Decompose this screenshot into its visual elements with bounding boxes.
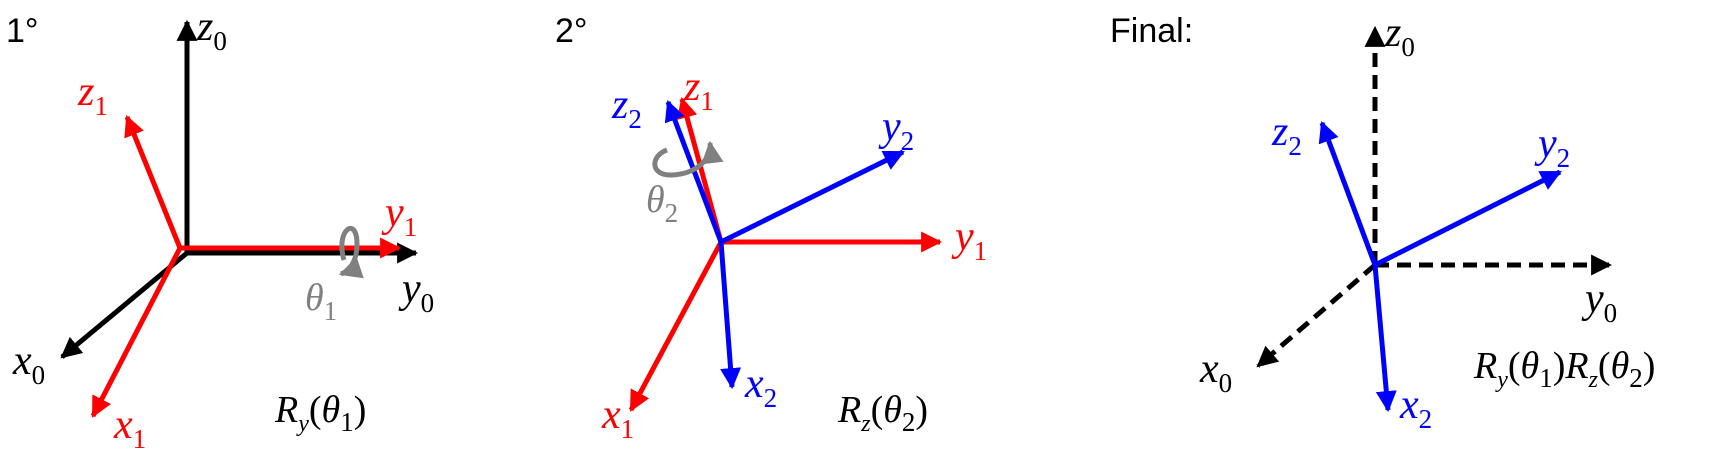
- panel-1: 1° z0 y0 x0 z1 y1 x1 θ1 Ry(θ1): [6, 4, 434, 453]
- label-y1: y1: [951, 214, 987, 266]
- panel-2: 2° z2 z1 y2 y1 x1 x2 θ2 Rz(θ2): [555, 12, 987, 444]
- label-z0: z0: [196, 4, 227, 56]
- y2-axis-arrow: [719, 149, 905, 245]
- label-z0: z0: [1384, 10, 1415, 62]
- rotation-arrow-icon: [652, 140, 724, 178]
- x1-axis-arrow: [90, 246, 183, 418]
- label-y1: y1: [381, 190, 417, 242]
- label-y2: y2: [878, 104, 914, 156]
- label-y0: y0: [398, 266, 434, 318]
- step-label-2: 2°: [555, 12, 588, 50]
- label-theta2: θ2: [646, 179, 678, 228]
- label-x2: x2: [1399, 382, 1432, 434]
- rotation-matrix-label: Ry(θ1): [274, 389, 366, 437]
- step-label-1: 1°: [6, 12, 39, 50]
- z1-axis-arrow: [124, 115, 183, 249]
- y2-axis-arrow: [1373, 169, 1562, 268]
- label-y2: y2: [1534, 121, 1570, 173]
- z2-axis-arrow: [664, 100, 724, 243]
- label-x1: x1: [601, 392, 634, 444]
- panel-3: Final: z0 y0 x0 z2 y2 x2 Ry(θ1)Rz(θ2): [1110, 10, 1655, 434]
- label-z1: z1: [683, 64, 714, 116]
- label-x0: x0: [12, 338, 45, 390]
- label-y0: y0: [1581, 276, 1617, 328]
- step-label-final: Final:: [1110, 12, 1193, 50]
- label-z2: z2: [611, 82, 642, 134]
- label-x2: x2: [744, 361, 777, 413]
- x2-axis-arrow: [718, 241, 742, 390]
- label-z1: z1: [77, 69, 108, 121]
- rotation-matrix-label: Rz(θ2): [837, 389, 928, 437]
- label-theta1: θ1: [305, 277, 337, 326]
- label-z2: z2: [1271, 109, 1302, 161]
- label-x0: x0: [1199, 346, 1232, 398]
- x0-axis-arrow: [1256, 263, 1377, 368]
- rotation-arrow-icon: [338, 225, 364, 279]
- label-x1: x1: [113, 402, 146, 453]
- z2-axis-arrow: [1318, 121, 1378, 266]
- x2-axis-arrow: [1372, 264, 1397, 413]
- x1-axis-arrow: [628, 240, 724, 412]
- composite-rotation-label: Ry(θ1)Rz(θ2): [1473, 345, 1655, 393]
